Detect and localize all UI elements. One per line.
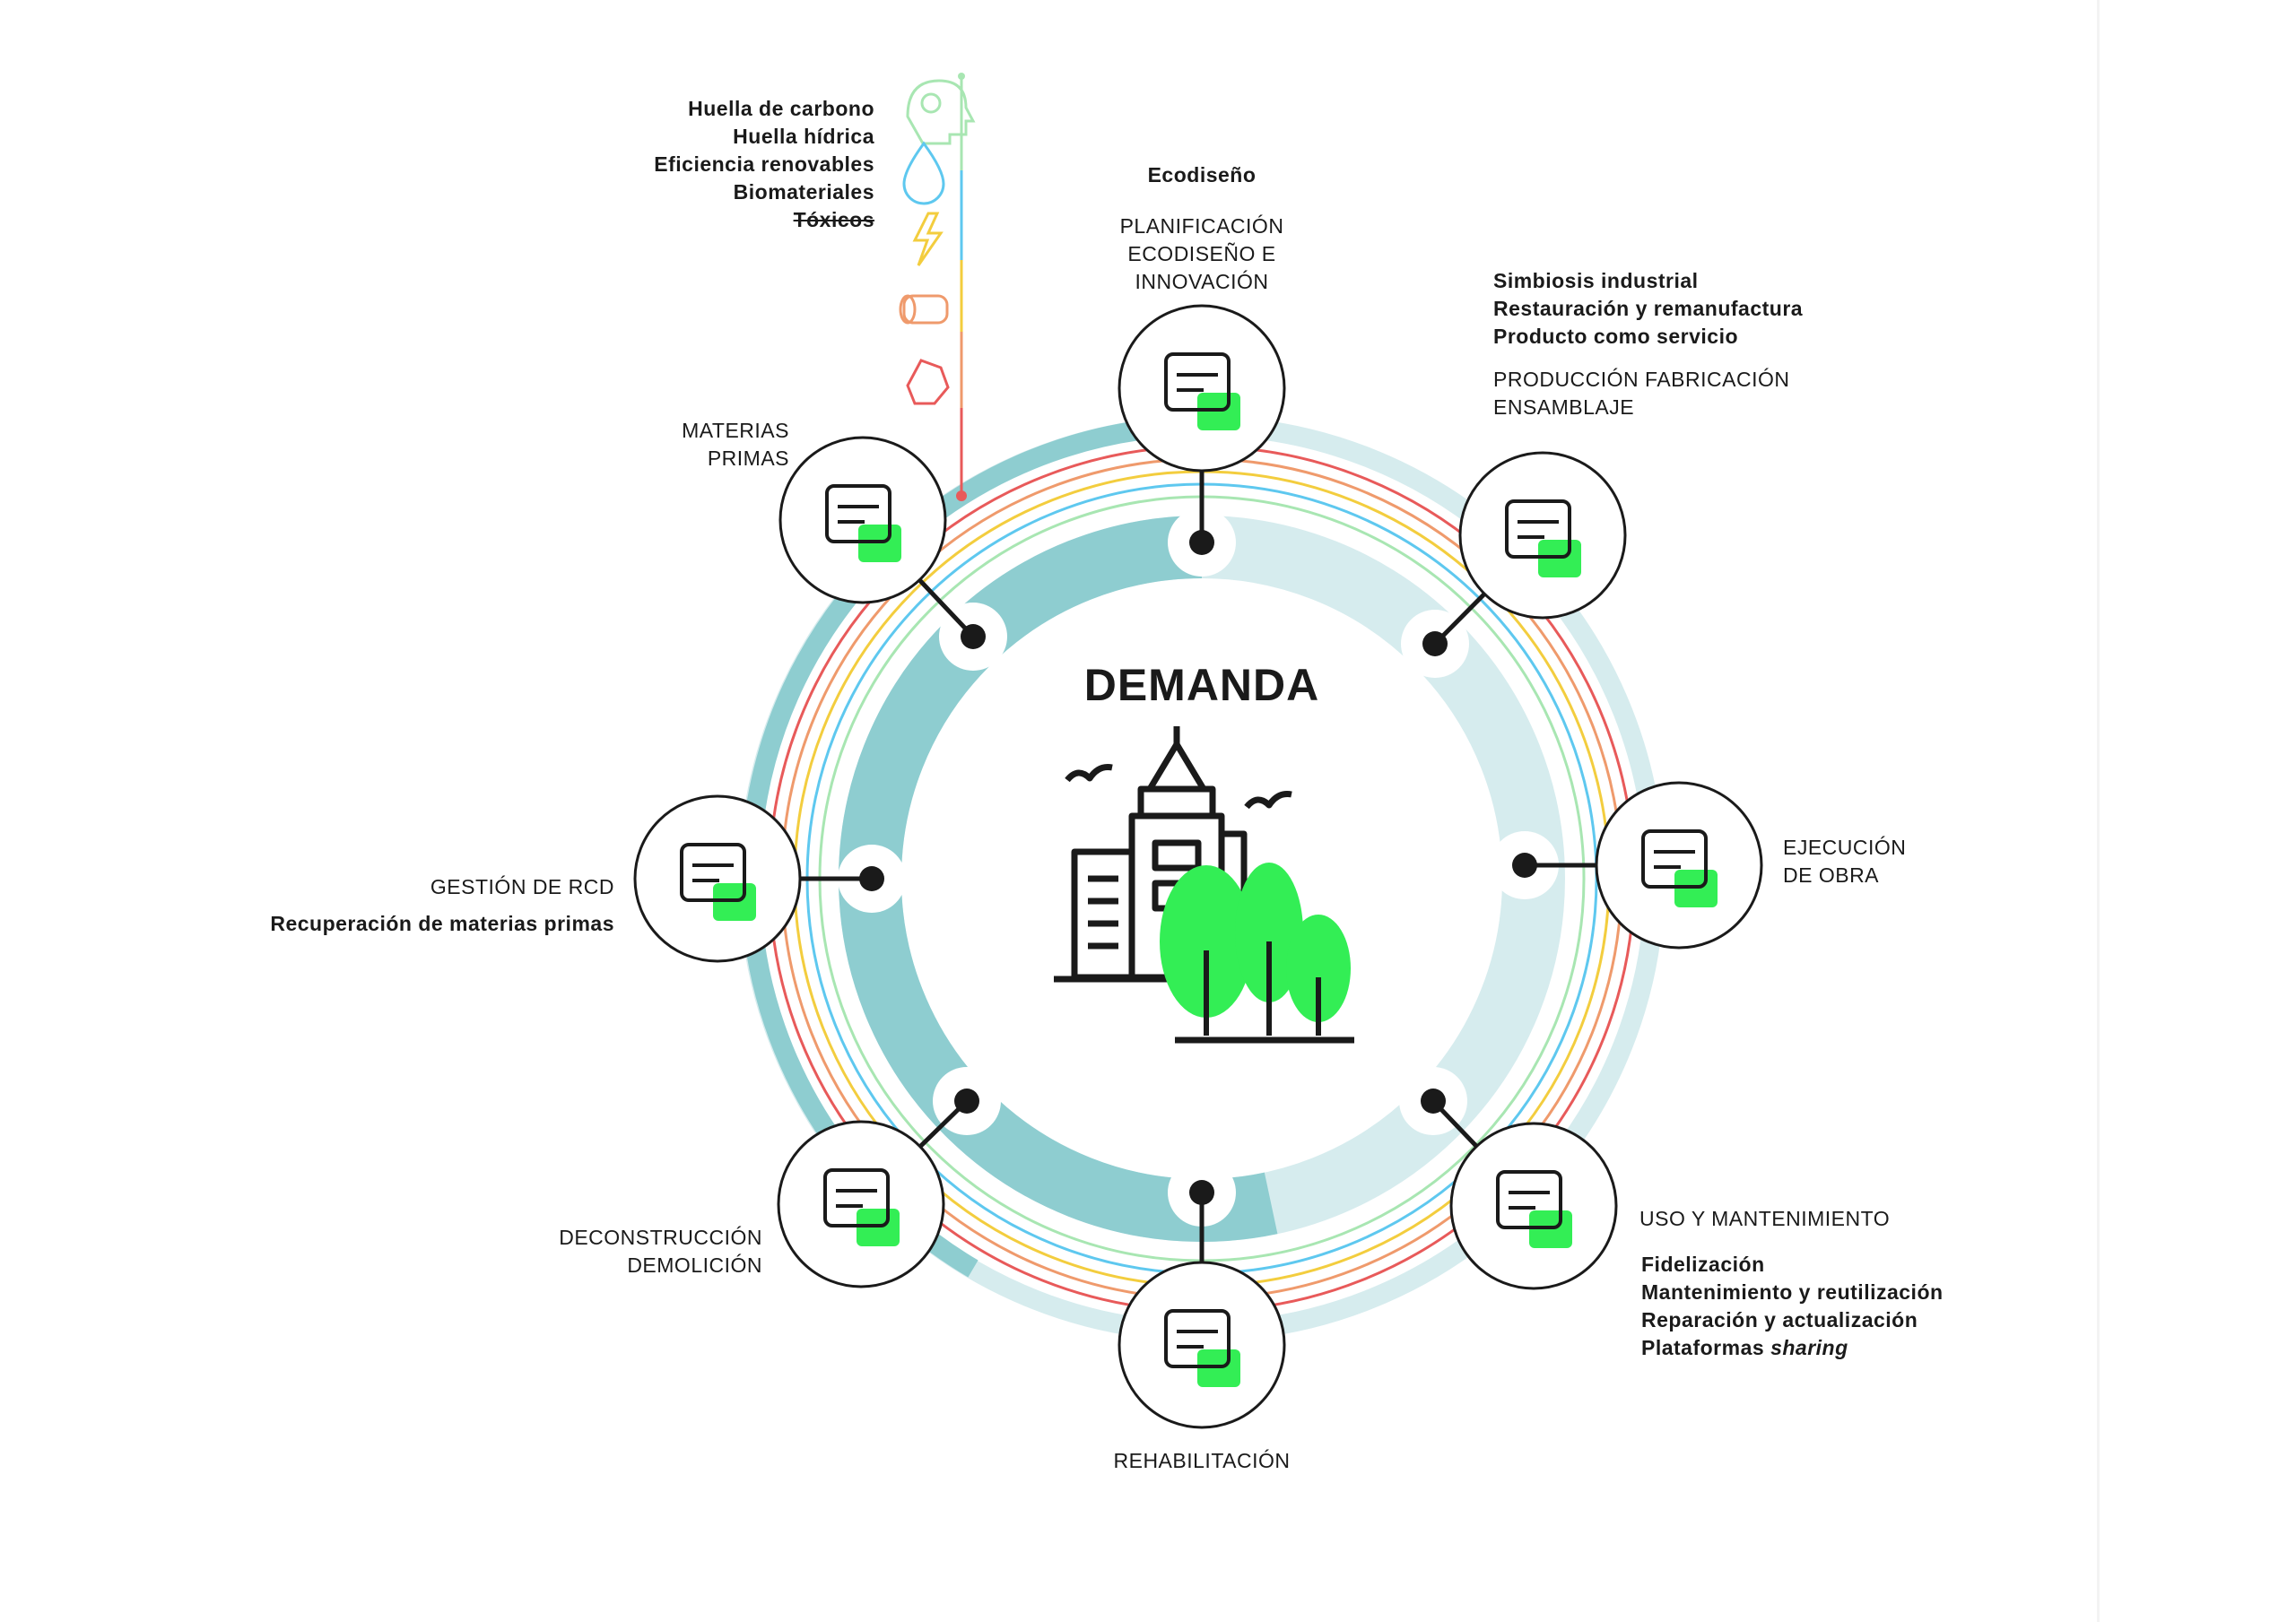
execution-node-dot xyxy=(1512,853,1537,878)
house-icon xyxy=(1449,1122,1618,1290)
stage-circles xyxy=(633,304,1763,1429)
demolition-label: DECONSTRUCCIÓN DEMOLICIÓN xyxy=(559,1226,762,1277)
dump-truck-icon xyxy=(633,794,802,963)
factory-icon xyxy=(1458,451,1627,620)
lightning-icon xyxy=(912,212,944,266)
scaffold-icon xyxy=(1118,1261,1286,1429)
water-drop-icon xyxy=(902,141,945,205)
use-label: USO Y MANTENIMIENTO xyxy=(1639,1207,1891,1230)
rcd-strategy: Recuperación de materias primas xyxy=(270,912,614,935)
rock-icon xyxy=(906,359,950,405)
page-edge-line xyxy=(2097,0,2100,1622)
globe-icon xyxy=(778,436,947,604)
connector-nodes xyxy=(718,388,1679,1345)
production-strategies: Simbiosis industrial Restauración y rema… xyxy=(1493,269,1804,348)
metrics-gauge xyxy=(956,73,967,501)
wood-log-icon xyxy=(899,294,949,325)
metric-water: Huella hídrica xyxy=(733,125,874,148)
planning-node-dot xyxy=(1189,530,1214,555)
blueprint-leaf-icon xyxy=(1118,304,1286,473)
metric-biomaterials: Biomateriales xyxy=(733,180,874,204)
raw-label: MATERIAS PRIMAS xyxy=(682,419,789,470)
bulldozer-icon xyxy=(1595,781,1763,950)
center-title: DEMANDA xyxy=(1083,660,1320,710)
metric-toxics: Tóxicos xyxy=(793,208,874,231)
use-node-dot xyxy=(1421,1089,1446,1114)
trees-icon xyxy=(1160,863,1351,1036)
rehab-label: REHABILITACIÓN xyxy=(1113,1449,1291,1472)
rehab-node-dot xyxy=(1189,1180,1214,1205)
rcd-node-dot xyxy=(859,866,884,891)
demolition-node-dot xyxy=(954,1089,979,1114)
wrecking-ball-icon xyxy=(777,1120,945,1288)
planning-strategy: Ecodiseño xyxy=(1147,163,1257,186)
production-label: PRODUCCIÓN FABRICACIÓN ENSAMBLAJE xyxy=(1493,368,1790,419)
brain-head-icon xyxy=(906,79,976,145)
production-node-dot xyxy=(1422,631,1448,656)
planning-label: PLANIFICACIÓN ECODISEÑO E INNOVACIÓN xyxy=(1119,214,1284,293)
metric-carbon: Huella de carbono xyxy=(688,97,874,120)
execution-label: EJECUCIÓN DE OBRA xyxy=(1783,836,1907,887)
rcd-label: GESTIÓN DE RCD xyxy=(430,875,614,898)
metric-renewables: Eficiencia renovables xyxy=(654,152,874,176)
metrics-list: Huella de carbono Huella hídrica Eficien… xyxy=(574,95,874,234)
raw-node-dot xyxy=(961,624,986,649)
use-strategies: Fidelización Mantenimiento y reutilizaci… xyxy=(1641,1253,1944,1359)
